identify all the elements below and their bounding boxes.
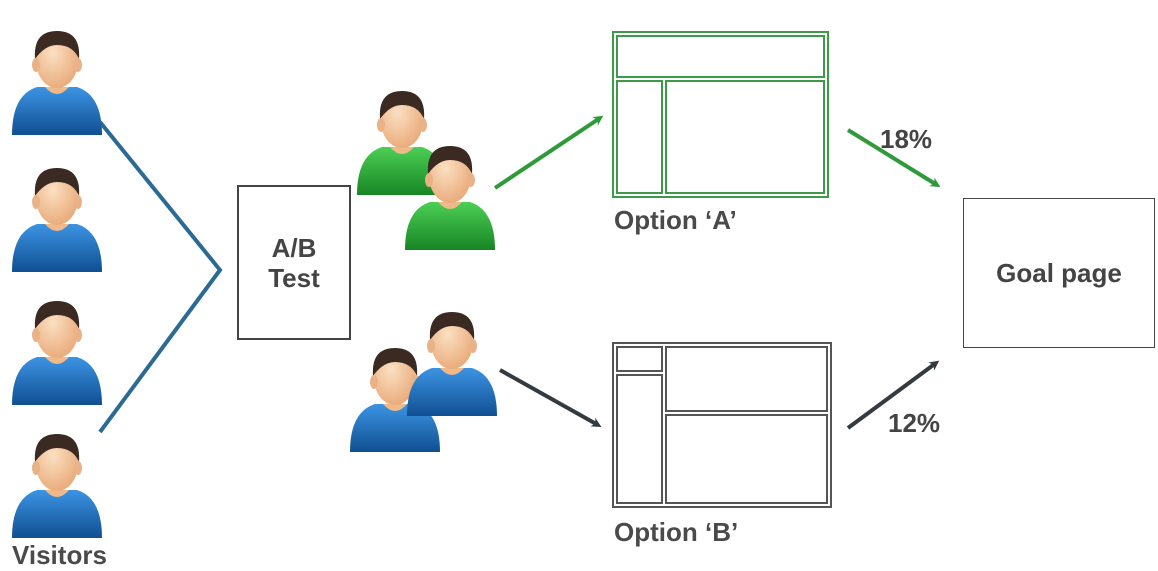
ab-test-box: A/B Test: [237, 185, 351, 340]
group-b-front-person-icon: [407, 312, 497, 416]
visitors-connector: [98, 120, 223, 434]
goal-page-label: Goal page: [996, 257, 1122, 288]
option-a-label: Option ‘A’: [614, 205, 737, 235]
goal-page-box: Goal page: [963, 198, 1155, 348]
ab-test-line-1: A/B: [271, 232, 317, 263]
ab-test-line-2: Test: [268, 262, 320, 293]
arrow-a-to-goal-icon: [846, 128, 941, 188]
option-b-wireframe-icon: [612, 342, 832, 508]
visitor-4-icon: [12, 434, 102, 538]
option-a-conversion: 18%: [880, 124, 933, 154]
arrow-to-option-a-icon: [493, 115, 604, 190]
arrow-b-to-goal-icon: [846, 360, 940, 430]
arrow-to-option-b-icon: [499, 368, 602, 427]
visitors-label: Visitors: [12, 540, 107, 570]
option-b-label: Option ‘B’: [614, 517, 739, 547]
visitor-3-icon: [12, 301, 102, 405]
option-a-wireframe-icon: [612, 31, 829, 198]
visitor-2-icon: [12, 168, 102, 272]
option-b-conversion: 12%: [888, 408, 941, 438]
visitor-1-icon: [12, 31, 102, 135]
